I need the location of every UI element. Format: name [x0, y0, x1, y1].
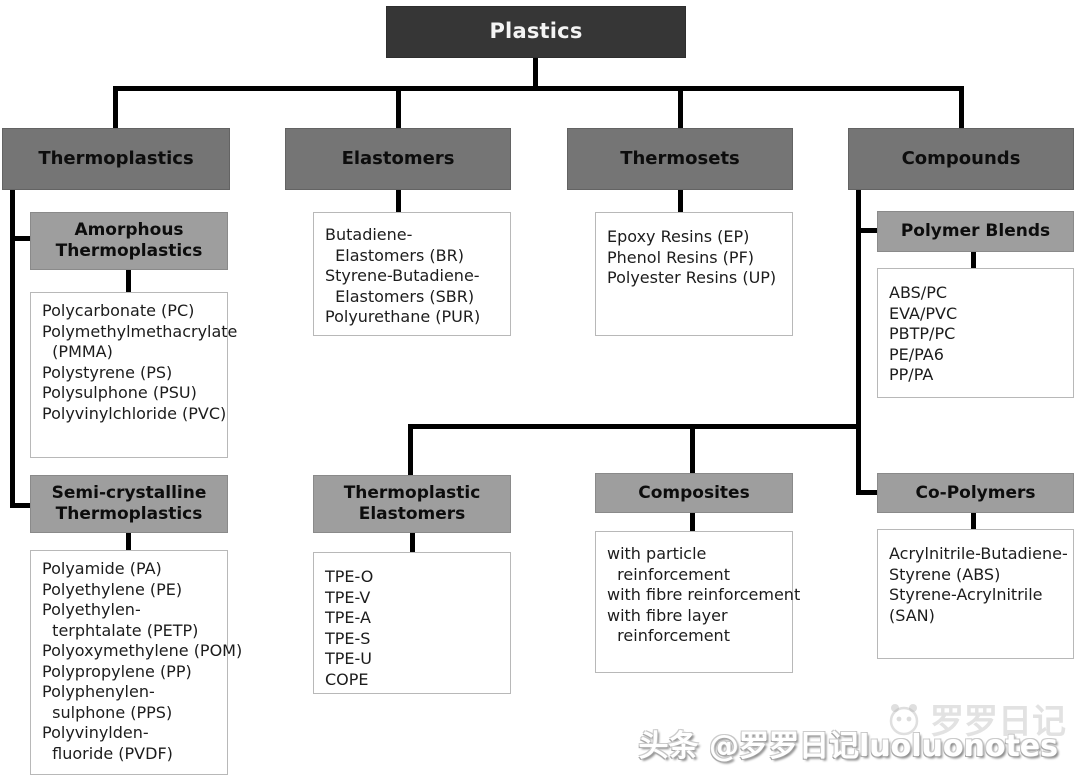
node-elastomers: Elastomers	[285, 128, 511, 190]
list-item: Polymethylmethacrylate	[42, 321, 238, 341]
node-thermoplastic-elastomers: Thermoplastic Elastomers	[313, 475, 511, 533]
list-item: Polyvinylden-	[42, 723, 149, 742]
list-item: with fibre layer	[607, 605, 728, 625]
list-item: Epoxy Resins (EP)	[607, 227, 750, 246]
node-polymer-blends: Polymer Blends	[877, 211, 1074, 252]
connector-tpe-stem	[410, 533, 415, 554]
list-co-polymers: Acrylnitrile-Butadiene-Styrene (ABS)Styr…	[877, 529, 1074, 659]
watermark-text: 头条 @罗罗日记luoluonotes	[638, 729, 1058, 764]
list-elastomers: Butadiene- Elastomers (BR)Styrene-Butadi…	[313, 212, 511, 336]
connector-compounds-drop	[959, 86, 964, 128]
node-amorphous-thermoplastics: Amorphous Thermoplastics	[30, 212, 228, 270]
list-item: (PMMA)	[42, 342, 113, 361]
node-thermosets: Thermosets	[567, 128, 793, 190]
connector-amorphous-stem	[126, 270, 131, 294]
list-item: Polyethylene (PE)	[42, 579, 183, 599]
list-item: Polyester Resins (UP)	[607, 268, 777, 287]
connector-tpe-elbow	[408, 424, 413, 477]
list-item: PBTP/PC	[889, 324, 956, 343]
panda-logo-icon	[889, 703, 919, 735]
list-item: with fibre reinforcement	[607, 585, 801, 604]
list-item: Butadiene-	[325, 225, 413, 244]
list-thermosets: Epoxy Resins (EP)Phenol Resins (PF)Polye…	[595, 212, 793, 336]
list-item: ABS/PC	[889, 283, 948, 302]
list-item: with particle	[607, 544, 707, 563]
list-item: Polyurethane (PUR)	[325, 307, 481, 326]
list-item: Polycarbonate (PC)	[42, 301, 195, 320]
list-item: Elastomers (SBR)	[325, 286, 475, 306]
connector-composites-drop	[690, 424, 695, 475]
connector-thermoplastics-drop	[113, 86, 118, 128]
connector-left-rail	[10, 188, 15, 508]
list-item: Acrylnitrile-Butadiene-	[889, 544, 1068, 563]
list-item: PE/PA6	[889, 344, 944, 364]
node-plastics: Plastics	[386, 6, 686, 58]
node-semicrystalline-thermoplastics: Semi-crystalline Thermoplastics	[30, 475, 228, 533]
connector-copolymers-stem	[971, 513, 976, 531]
node-composites: Composites	[595, 473, 793, 513]
list-item: TPE-O	[325, 567, 374, 586]
connector-amorphous-stub	[10, 236, 32, 241]
connector-polymerblends-stem	[971, 252, 976, 270]
connector-root-stem	[533, 58, 538, 90]
list-item: Polyvinylchloride (PVC)	[42, 403, 227, 423]
node-compounds: Compounds	[848, 128, 1074, 190]
watermark-ghost-text: 罗罗日记	[930, 702, 1066, 742]
list-item: Styrene-Butadiene-	[325, 266, 480, 285]
list-item: Styrene-Acrylnitrile	[889, 585, 1043, 604]
list-item: Polypropylene (PP)	[42, 661, 192, 681]
list-item: Polysulphone (PSU)	[42, 383, 197, 402]
list-item: (SAN)	[889, 605, 935, 625]
list-item: Phenol Resins (PF)	[607, 247, 755, 267]
list-item: Styrene (ABS)	[889, 564, 1001, 584]
connector-main-horizontal	[113, 86, 964, 91]
list-item: COPE	[325, 669, 369, 689]
list-item: terphtalate (PETP)	[42, 620, 199, 640]
connector-elastomers-drop	[396, 86, 401, 128]
connector-semicrystalline-stem	[126, 533, 131, 552]
list-item: Polyamide (PA)	[42, 559, 162, 578]
list-item: TPE-A	[325, 608, 371, 627]
connector-polymerblends-stub	[856, 228, 879, 233]
list-item: Polyoxymethylene (POM)	[42, 641, 243, 660]
connector-thermosets-stem	[678, 188, 683, 214]
list-item: reinforcement	[607, 626, 730, 645]
list-item: Polystyrene (PS)	[42, 362, 173, 382]
list-semicrystalline-thermoplastics: Polyamide (PA)Polyethylene (PE)Polyethyl…	[30, 550, 243, 775]
list-item: Elastomers (BR)	[325, 245, 464, 265]
connector-mid-horizontal	[408, 424, 858, 429]
list-item: EVA/PVC	[889, 303, 958, 323]
list-item: PP/PA	[889, 365, 934, 384]
list-item: TPE-S	[325, 628, 371, 648]
node-co-polymers: Co-Polymers	[877, 473, 1074, 513]
list-item: reinforcement	[607, 564, 730, 584]
list-amorphous-thermoplastics: Polycarbonate (PC)Polymethylmethacrylate…	[30, 292, 238, 458]
watermark-ghost: 罗罗日记	[884, 694, 1066, 743]
list-item: Polyphenylen-	[42, 682, 155, 701]
list-item: TPE-V	[325, 587, 371, 607]
connector-copolymers-stub	[856, 490, 879, 495]
list-item: sulphone (PPS)	[42, 702, 173, 722]
connector-composites-stem	[690, 513, 695, 533]
list-item: TPE-U	[325, 649, 373, 668]
connector-elastomers-stem	[396, 188, 401, 214]
list-item: fluoride (PVDF)	[42, 743, 173, 763]
connector-thermosets-drop	[678, 86, 683, 128]
connector-right-rail	[856, 188, 861, 495]
node-thermoplastics: Thermoplastics	[2, 128, 230, 190]
list-item: Polyethylen-	[42, 600, 141, 619]
connector-semicrystalline-stub	[10, 503, 32, 508]
